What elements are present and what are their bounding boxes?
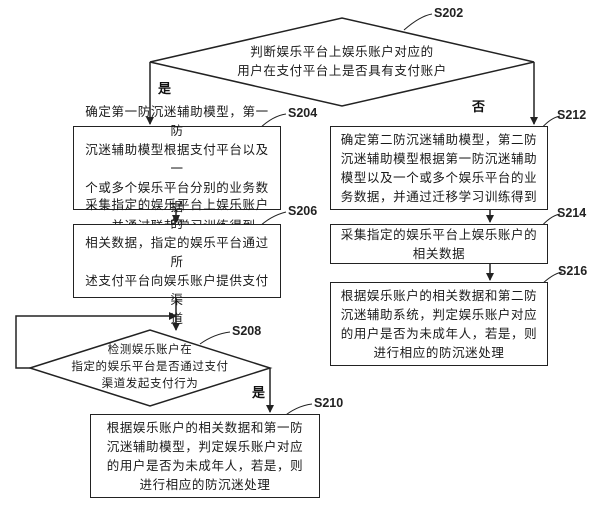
step-id-s206: S206 — [288, 204, 318, 218]
step-id-s214: S214 — [557, 206, 587, 220]
leader-s202 — [403, 13, 433, 31]
process-s210-text: 根据娱乐账户的相关数据和第一防 沉迷辅助模型，判定娱乐账户对应 的用户是否为未成… — [106, 420, 304, 492]
process-s204-box: 确定第一防沉迷辅助模型，第一防 沉迷辅助模型根据支付平台以及一 个或多个娱乐平台… — [73, 104, 281, 233]
branch-yes-label-s208: 是 — [252, 386, 266, 401]
step-id-s216: S216 — [558, 264, 588, 278]
process-s204-text: 确定第一防沉迷辅助模型，第一防 沉迷辅助模型根据支付平台以及一 个或多个娱乐平台… — [85, 103, 269, 233]
step-id-s202: S202 — [434, 6, 464, 20]
decision-s202-text: 判断娱乐平台上娱乐账户对应的 用户在支付平台上是否具有支付账户 — [237, 44, 447, 78]
decision-s208-text: 检测娱乐账户在 指定的娱乐平台是否通过支付 渠道发起支付行为 — [71, 342, 229, 390]
process-s212-text: 确定第二防沉迷辅助模型，第二防 沉迷辅助模型根据第一防沉迷辅助 模型以及一个或多… — [340, 132, 538, 204]
branch-yes-label: 是 — [158, 82, 172, 97]
process-s216-text: 根据娱乐账户的相关数据和第二防 沉迷辅助系统，判定娱乐账户对应 的用户是否为未成… — [340, 288, 538, 360]
process-s210-box: 根据娱乐账户的相关数据和第一防 沉迷辅助模型，判定娱乐账户对应 的用户是否为未成… — [90, 414, 320, 498]
branch-no-label: 否 — [472, 100, 486, 115]
step-id-s210: S210 — [314, 396, 344, 410]
step-id-s208: S208 — [232, 324, 262, 338]
process-s216-box: 根据娱乐账户的相关数据和第二防 沉迷辅助系统，判定娱乐账户对应 的用户是否为未成… — [330, 282, 548, 366]
step-id-s212: S212 — [557, 108, 587, 122]
process-s214-box: 采集指定的娱乐平台上娱乐账户的 相关数据 — [330, 224, 548, 264]
leader-s208 — [199, 331, 231, 345]
process-s212-box: 确定第二防沉迷辅助模型，第二防 沉迷辅助模型根据第一防沉迷辅助 模型以及一个或多… — [330, 126, 548, 210]
process-s206-box: 采集指定的娱乐平台上娱乐账户的 相关数据，指定的娱乐平台通过所 述支付平台向娱乐… — [73, 197, 281, 326]
arrow-s208-loop-back — [15, 312, 177, 369]
step-id-s204: S204 — [288, 106, 318, 120]
process-s206-text: 采集指定的娱乐平台上娱乐账户的 相关数据，指定的娱乐平台通过所 述支付平台向娱乐… — [85, 196, 269, 326]
process-s214-text: 采集指定的娱乐平台上娱乐账户的 相关数据 — [340, 227, 538, 261]
